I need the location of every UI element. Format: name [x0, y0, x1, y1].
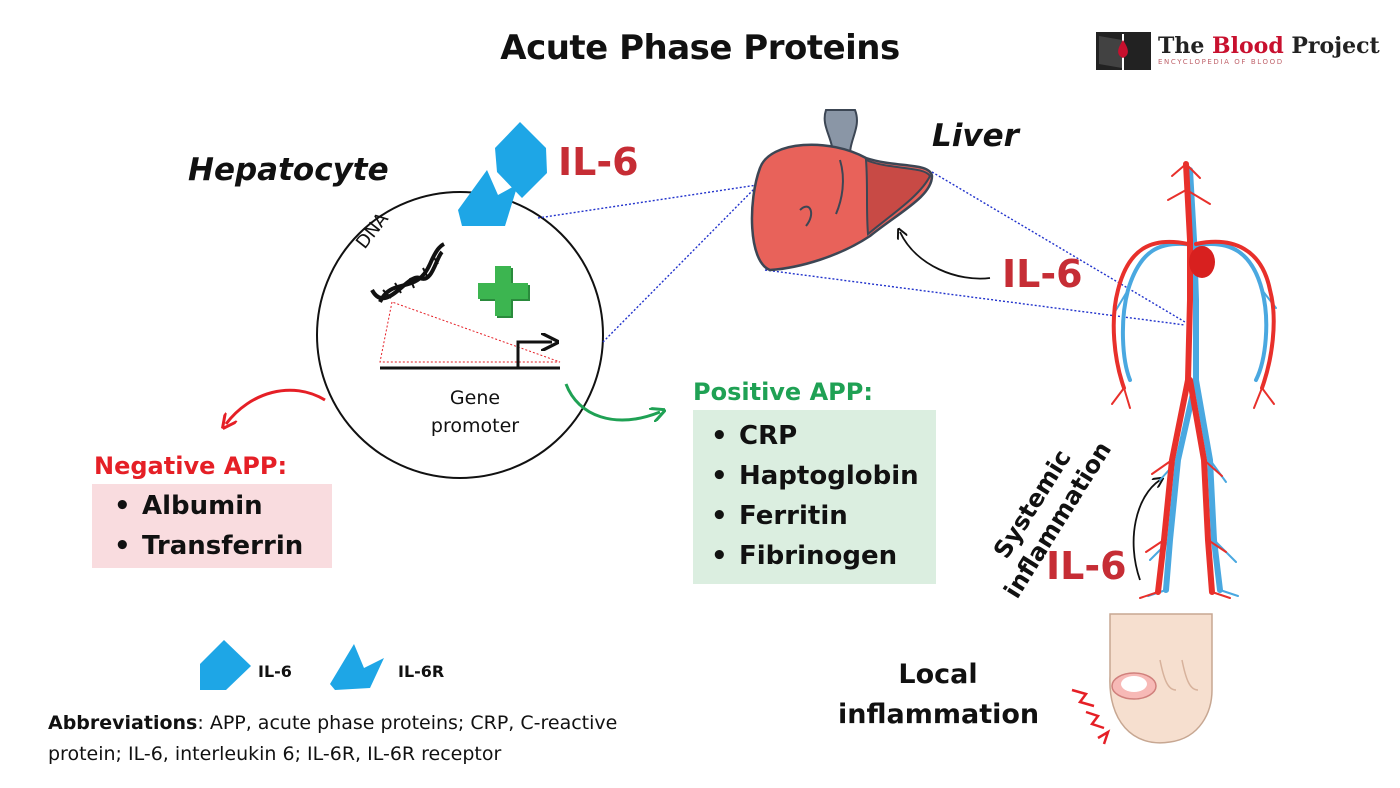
zoom-line-top	[537, 184, 758, 219]
negative-app-item: Transferrin	[114, 526, 332, 566]
legend-il6r-label: IL-6R	[398, 662, 445, 681]
logo-word-project: Project	[1283, 33, 1380, 59]
foot-icon	[1109, 613, 1213, 744]
page-title: Acute Phase Proteins	[500, 28, 900, 68]
vascular-system-icon	[1111, 161, 1277, 599]
negative-app-item: Albumin	[114, 486, 332, 526]
positive-app-item: CRP	[711, 416, 936, 456]
local-inflammation-label: Local inflammation	[838, 659, 1040, 730]
zoom-line-bottom	[602, 185, 758, 343]
promoter-arrow	[516, 342, 552, 368]
il6-receptor-icon	[458, 170, 518, 226]
logo-tagline: ENCYCLOPEDIA OF BLOOD	[1158, 58, 1284, 66]
gene-promoter-label: Gene promoter	[430, 387, 520, 437]
heart-icon	[1189, 246, 1215, 278]
abbreviations-note: Abbreviations: APP, acute phase proteins…	[48, 708, 688, 770]
abbreviations-text: : APP, acute phase proteins; CRP, C-reac…	[48, 712, 618, 765]
book-blood-drop-icon	[1096, 32, 1151, 70]
legend-il6r-icon	[330, 644, 384, 690]
hepatocyte-cell-circle	[316, 191, 604, 479]
dna-helix-icon	[370, 242, 445, 303]
positive-app-item: Haptoglobin	[711, 456, 936, 496]
negative-app-box: Albumin Transferrin	[92, 484, 332, 568]
il6-label-liver: IL-6	[1002, 252, 1083, 296]
positive-arrow	[564, 383, 660, 420]
positive-app-item: Fibrinogen	[711, 536, 936, 576]
positive-app-heading: Positive APP:	[693, 378, 873, 406]
positive-app-list: CRP Haptoglobin Ferritin Fibrinogen	[693, 410, 936, 576]
abbreviations-heading: Abbreviations	[48, 712, 198, 734]
plus-icon	[478, 266, 530, 318]
pain-icon	[1071, 688, 1111, 745]
positive-app-box: CRP Haptoglobin Ferritin Fibrinogen	[693, 410, 936, 584]
il6-label-cell: IL-6	[558, 140, 639, 184]
zoom-line-body-top	[931, 171, 1186, 323]
systemic-arrow	[1132, 480, 1160, 581]
logo-word-blood: Blood	[1212, 33, 1284, 59]
il6-ligand-icon	[495, 122, 547, 198]
legend-il6-label: IL-6	[258, 662, 292, 681]
logo-word-the: The	[1158, 33, 1213, 59]
hepatocyte-label: Hepatocyte	[188, 152, 389, 188]
positive-app-item: Ferritin	[711, 496, 936, 536]
liver-il6-arrow	[900, 232, 991, 280]
il6-label-legs: IL-6	[1046, 544, 1127, 588]
legend-il6-icon	[200, 640, 251, 690]
negative-app-heading: Negative APP:	[94, 452, 288, 480]
liver-icon	[750, 109, 934, 272]
liver-label: Liver	[932, 118, 1019, 154]
negative-app-list: Albumin Transferrin	[92, 484, 332, 566]
logo-wordmark: The Blood Project	[1158, 33, 1380, 59]
negative-arrow	[226, 388, 326, 424]
